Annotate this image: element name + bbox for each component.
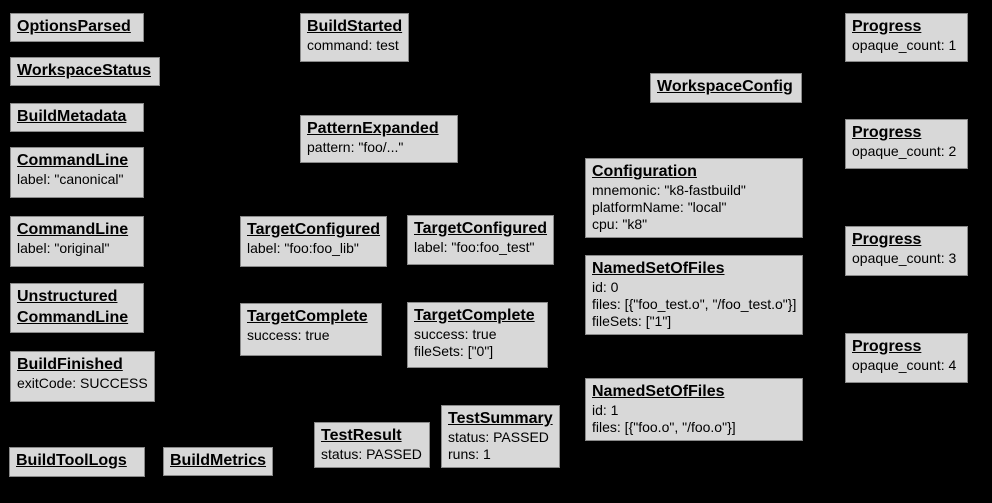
node-target-configured-foo-test: TargetConfigured label: "foo:foo_test" [407,215,555,265]
node-progress-4: Progress opaque_count: 4 [845,333,968,383]
node-title: Progress [852,231,922,248]
node-build-started: BuildStarted command: test [300,13,410,62]
node-title: Progress [852,338,922,355]
node-title: TargetConfigured [414,220,548,237]
node-command-line-original: CommandLine label: "original" [10,216,144,267]
node-field: opaque_count: 4 [852,357,957,373]
node-build-metrics: BuildMetrics [163,447,274,476]
node-field: label: "foo:foo_test" [414,239,535,255]
node-field: opaque_count: 3 [852,250,957,266]
node-title: BuildToolLogs [16,452,127,469]
node-field: opaque_count: 2 [852,143,957,159]
node-title: TargetComplete [414,307,535,324]
node-build-finished: BuildFinished exitCode: SUCCESS [10,351,155,402]
node-title: WorkspaceStatus [17,62,151,79]
node-title: Progress [852,124,922,141]
node-field: label: "foo:foo_lib" [247,240,359,256]
node-title: OptionsParsed [17,18,131,35]
node-field: mnemonic: "k8-fastbuild" [592,182,746,198]
node-field: pattern: "foo/..." [307,139,404,155]
node-test-result: TestResult status: PASSED [314,422,430,468]
node-build-tool-logs: BuildToolLogs [9,447,145,477]
node-field: command: test [307,37,399,53]
node-title: TargetComplete [247,308,368,325]
node-field: success: true [414,326,497,342]
node-title: TargetConfigured [247,221,381,238]
node-workspace-config: WorkspaceConfig [650,73,802,103]
node-test-summary: TestSummary status: PASSED runs: 1 [441,405,560,468]
node-workspace-status: WorkspaceStatus [10,57,160,86]
node-field: files: [{"foo.o", "/foo.o"}] [592,419,736,435]
node-title: Progress [852,18,922,35]
node-title: TestResult [321,427,402,444]
node-target-complete-foo-lib: TargetComplete success: true [240,303,382,356]
node-progress-1: Progress opaque_count: 1 [845,13,968,62]
node-field: exitCode: SUCCESS [17,375,148,391]
node-title: BuildMetrics [170,452,267,469]
node-field: label: "canonical" [17,171,124,187]
node-field: status: PASSED [448,429,549,445]
node-progress-2: Progress opaque_count: 2 [845,119,968,169]
node-title: PatternExpanded [307,120,439,137]
node-title: NamedSetOfFiles [592,260,725,277]
node-field: cpu: "k8" [592,216,648,232]
node-title: BuildMetadata [17,108,127,125]
node-field: fileSets: ["0"] [414,343,494,359]
node-title: TestSummary [448,410,553,427]
node-title: Configuration [592,163,697,180]
node-build-metadata: BuildMetadata [10,103,144,132]
node-field: label: "original" [17,240,110,256]
node-named-set-of-files-0: NamedSetOfFiles id: 0 files: [{"foo_test… [585,255,804,335]
node-options-parsed: OptionsParsed [10,13,144,42]
node-field: platformName: "local" [592,199,727,215]
node-field: status: PASSED [321,446,422,462]
node-title: BuildFinished [17,356,123,373]
node-progress-3: Progress opaque_count: 3 [845,226,968,276]
node-title: NamedSetOfFiles [592,383,725,400]
node-unstructured-command-line: Unstructured CommandLine [10,283,144,333]
node-title: CommandLine [17,152,129,169]
node-pattern-expanded: PatternExpanded pattern: "foo/..." [300,115,458,163]
node-target-configured-foo-lib: TargetConfigured label: "foo:foo_lib" [240,216,388,267]
node-named-set-of-files-1: NamedSetOfFiles id: 1 files: [{"foo.o", … [585,378,803,441]
node-title: CommandLine [17,221,129,238]
node-field: opaque_count: 1 [852,37,957,53]
node-target-complete-foo-test: TargetComplete success: true fileSets: [… [407,302,548,368]
node-title: Unstructured CommandLine [17,288,129,326]
node-command-line-canonical: CommandLine label: "canonical" [10,147,144,198]
node-field: success: true [247,327,330,343]
node-field: files: [{"foo_test.o", "/foo_test.o"}] [592,296,797,312]
node-field: id: 0 [592,279,619,295]
node-field: runs: 1 [448,446,491,462]
node-title: BuildStarted [307,18,403,35]
node-title: WorkspaceConfig [657,78,793,95]
node-field: fileSets: ["1"] [592,313,672,329]
node-field: id: 1 [592,402,619,418]
node-configuration: Configuration mnemonic: "k8-fastbuild" p… [585,158,803,238]
